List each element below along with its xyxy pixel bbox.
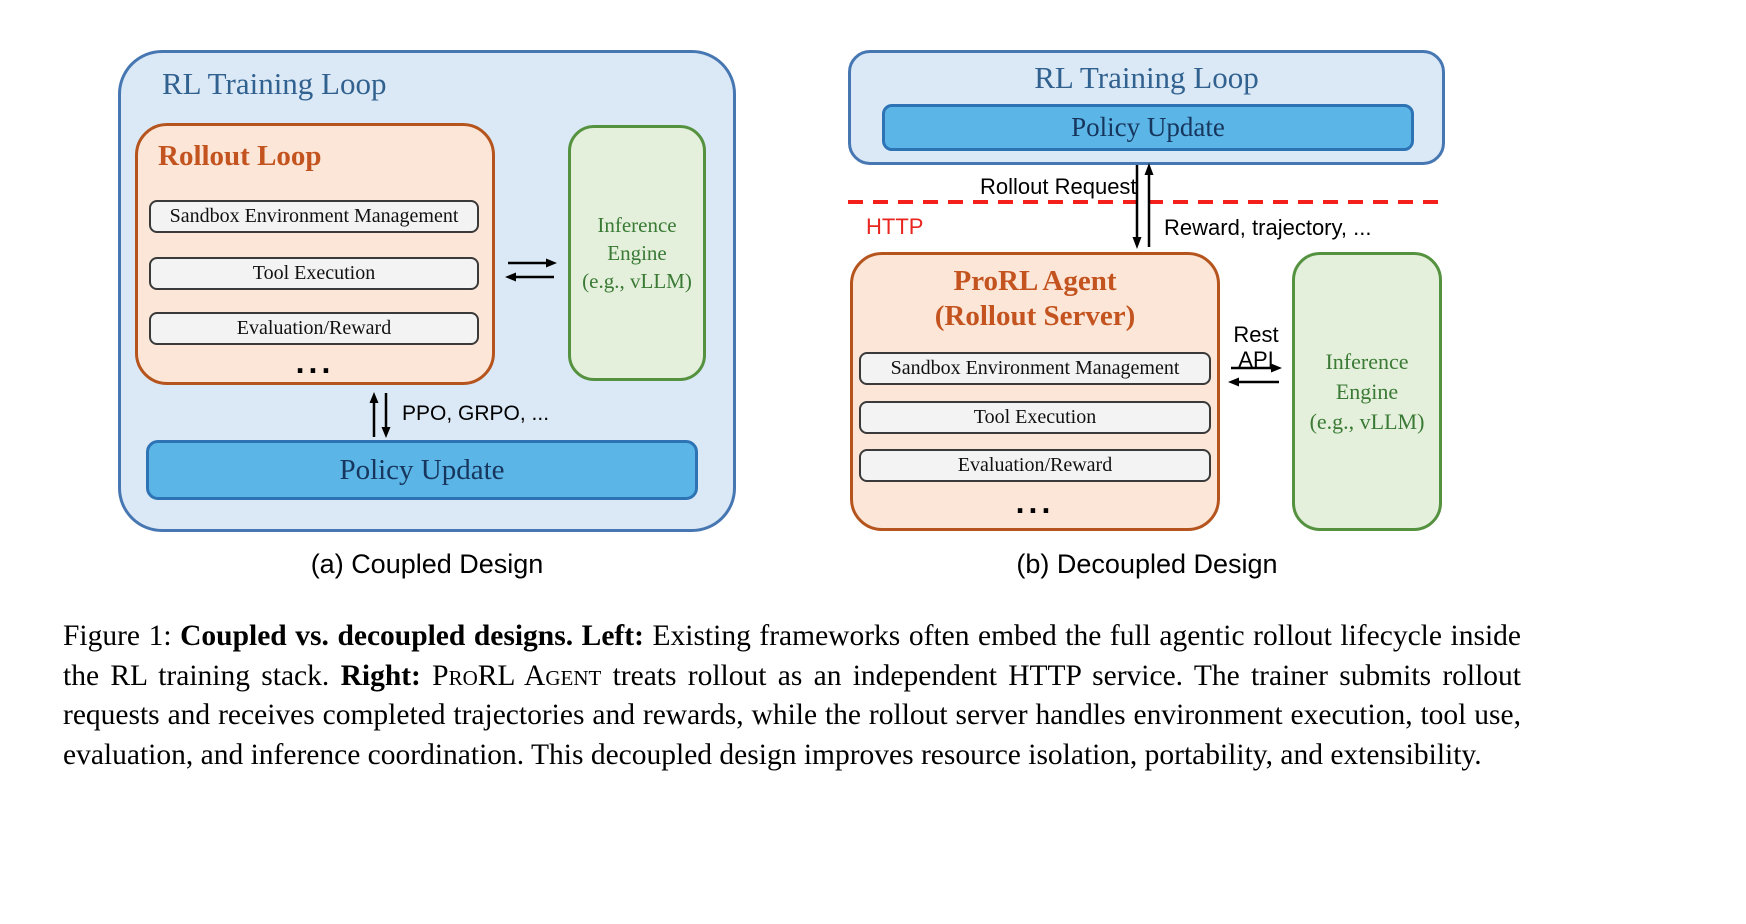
coupled-tool-execution-box: Tool Execution bbox=[149, 257, 479, 290]
decoupled-rl-training-loop-title: RL Training Loop bbox=[1034, 60, 1259, 95]
caption-right-text: treats rollout as an independent HTTP se… bbox=[63, 659, 1522, 771]
inference-line-3: (e.g., vLLM) bbox=[582, 269, 692, 293]
rollout-loop-title: Rollout Loop bbox=[158, 140, 322, 172]
rollout-request-label: Rollout Request bbox=[980, 174, 1137, 199]
coupled-policy-update-arrows-icon bbox=[369, 392, 391, 438]
caption-figure-number: Figure 1: bbox=[63, 620, 181, 652]
prorl-agent-title-line2: (Rollout Server) bbox=[934, 300, 1136, 332]
figure-caption: Figure 1: Coupled vs. decoupled designs.… bbox=[63, 617, 1521, 775]
coupled-design-caption: (a) Coupled Design bbox=[310, 549, 544, 579]
ppo-grpo-label: PPO, GRPO, ... bbox=[402, 402, 550, 425]
coupled-inference-engine-panel: Inference Engine (e.g., vLLM) bbox=[568, 125, 706, 381]
inference-line-1: Inference bbox=[1325, 348, 1409, 374]
coupled-policy-update-box: Policy Update bbox=[146, 440, 698, 500]
decoupled-tool-execution-box: Tool Execution bbox=[859, 401, 1211, 434]
decoupled-policy-update-box: Policy Update bbox=[882, 104, 1414, 151]
decoupled-ellipsis: ... bbox=[1015, 484, 1055, 520]
coupled-rl-training-loop-title: RL Training Loop bbox=[162, 66, 387, 101]
http-boundary-line bbox=[848, 200, 1446, 204]
inference-line-2: Engine bbox=[607, 241, 667, 265]
coupled-sandbox-environment-box: Sandbox Environment Management bbox=[149, 200, 479, 233]
caption-bold-title: Coupled vs. decoupled designs. bbox=[180, 620, 582, 652]
coupled-evaluation-reward-box: Evaluation/Reward bbox=[149, 312, 479, 345]
http-label: HTTP bbox=[866, 214, 924, 239]
caption-left-text: Existing frameworks often embed the full… bbox=[63, 620, 1521, 692]
prorl-agent-title: ProRL Agent (Rollout Server) bbox=[850, 264, 1220, 334]
decoupled-evaluation-reward-box: Evaluation/Reward bbox=[859, 449, 1211, 482]
decoupled-sandbox-environment-box: Sandbox Environment Management bbox=[859, 352, 1211, 385]
coupled-exchange-arrows-icon bbox=[505, 258, 557, 282]
coupled-ellipsis: ... bbox=[295, 344, 335, 380]
request-reward-arrows-icon bbox=[1132, 163, 1154, 249]
decoupled-design-caption: (b) Decoupled Design bbox=[1016, 549, 1278, 579]
prorl-agent-title-line1: ProRL Agent bbox=[953, 265, 1117, 297]
decoupled-inference-engine-panel: Inference Engine (e.g., vLLM) bbox=[1292, 252, 1442, 531]
inference-line-1: Inference bbox=[597, 213, 677, 237]
reward-trajectory-label: Reward, trajectory, ... bbox=[1164, 215, 1372, 240]
rest-api-exchange-arrows-icon bbox=[1228, 363, 1282, 387]
inference-line-2: Engine bbox=[1335, 378, 1399, 404]
inference-line-3: (e.g., vLLM) bbox=[1309, 408, 1425, 434]
rest-api-line1: Rest bbox=[1233, 322, 1279, 347]
caption-prorl-agent-smallcaps: ProRL Agent bbox=[432, 659, 602, 692]
caption-bold-right: Right: bbox=[340, 659, 433, 692]
prorl-agent-panel bbox=[850, 252, 1220, 531]
caption-bold-left: Left: bbox=[581, 620, 653, 652]
